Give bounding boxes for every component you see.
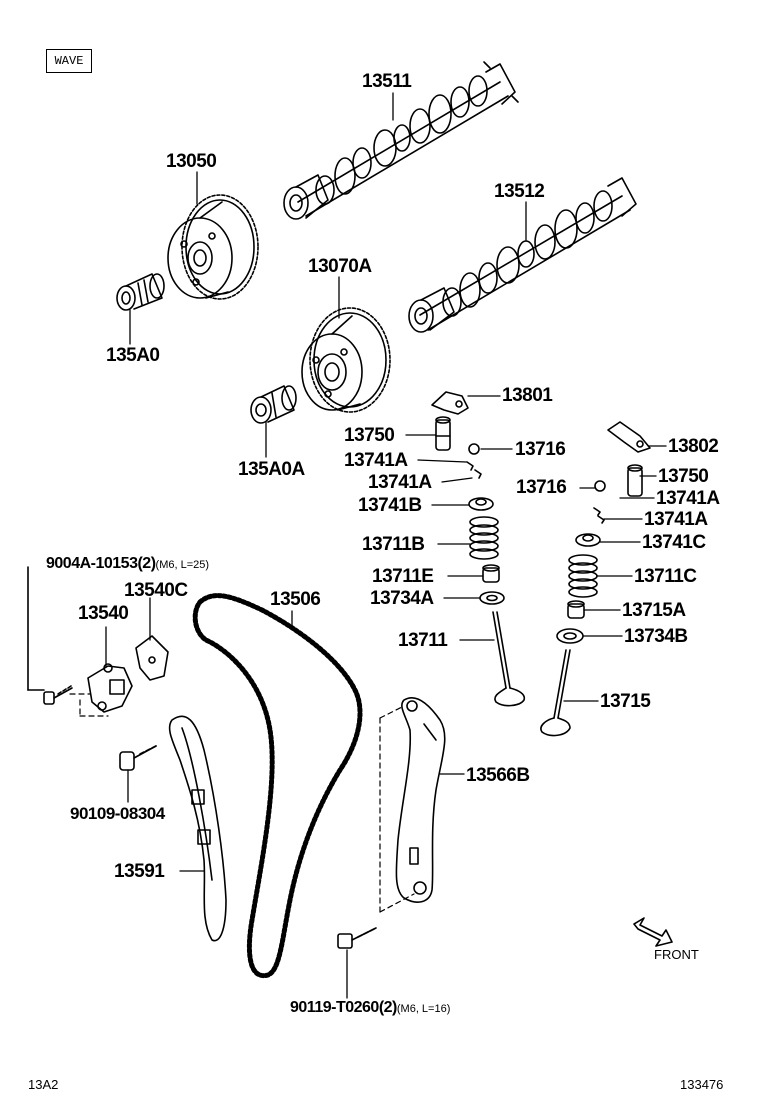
- label-13716-right: 13716: [516, 477, 567, 498]
- front-arrow-icon: [633, 917, 673, 947]
- front-label: FRONT: [654, 947, 699, 962]
- washer-13734B: [556, 628, 584, 644]
- label-13511: 13511: [362, 71, 412, 92]
- label-90109-08304: 90109-08304: [70, 804, 165, 823]
- label-13711: 13711: [398, 630, 448, 651]
- camshaft-13511: [283, 61, 519, 220]
- label-13711E: 13711E: [372, 566, 434, 587]
- label-13591: 13591: [114, 861, 165, 882]
- valve-13715: [540, 649, 571, 737]
- retainer-13741B: [468, 497, 494, 511]
- label-13734B: 13734B: [624, 626, 688, 647]
- chain-guide-13566B: [395, 696, 446, 903]
- label-13801: 13801: [502, 385, 553, 406]
- label-90119-T0260: 90119-T0260(2)(M6, L=16): [290, 999, 451, 1016]
- label-13716-left: 13716: [515, 439, 566, 460]
- bolt-90119-T0260: [337, 927, 377, 949]
- camshaft-13512: [408, 177, 637, 333]
- label-13741A-2: 13741A: [368, 472, 432, 493]
- vvt-gear-13050: [167, 194, 259, 300]
- leader-lines: [105, 92, 667, 999]
- label-13741B: 13741B: [358, 495, 422, 516]
- label-135A0A: 135A0A: [238, 459, 305, 480]
- label-13741C: 13741C: [642, 532, 706, 553]
- label-13050: 13050: [166, 151, 217, 172]
- label-13715A: 13715A: [622, 600, 686, 621]
- footer-right-code: 133476: [680, 1077, 724, 1092]
- chain-tensioner-13540: [87, 663, 133, 713]
- bolt-90109-08304: [119, 745, 157, 771]
- label-13506: 13506: [270, 589, 321, 610]
- valve-13711: [492, 611, 526, 707]
- bolt-9004A-10153: [27, 566, 73, 705]
- seal-13711E: [482, 564, 500, 583]
- label-13711B: 13711B: [362, 534, 425, 555]
- label-13741A-3: 13741A: [656, 488, 720, 509]
- wave-badge: WAVE: [46, 49, 92, 73]
- label-13540C: 13540C: [124, 580, 188, 601]
- label-13734A: 13734A: [370, 588, 434, 609]
- key-13716-right: [594, 480, 606, 492]
- label-13512: 13512: [494, 181, 545, 202]
- label-13750-left: 13750: [344, 425, 395, 446]
- lash-adjuster-13750-left: [435, 416, 451, 451]
- label-13070A: 13070A: [308, 256, 372, 277]
- label-13566B: 13566B: [466, 765, 530, 786]
- lash-adjuster-13750-right: [627, 464, 643, 497]
- label-135A0: 135A0: [106, 345, 160, 366]
- keeper-13741A-left: [466, 461, 482, 479]
- dashed-guide-lines-tensioner: [69, 693, 109, 717]
- label-13741A-1: 13741A: [344, 450, 408, 471]
- chain-guide-13591: [168, 715, 227, 942]
- tensioner-plate-13540C: [135, 635, 169, 681]
- label-13802: 13802: [668, 436, 719, 457]
- vvt-gear-13070A: [301, 307, 391, 413]
- label-13741A-4: 13741A: [644, 509, 708, 530]
- label-13715: 13715: [600, 691, 651, 712]
- label-13711C: 13711C: [634, 566, 697, 587]
- label-13540: 13540: [78, 603, 129, 624]
- label-13750-right: 13750: [658, 466, 709, 487]
- key-13716-left: [468, 443, 480, 455]
- rocker-arm-13802: [607, 421, 651, 453]
- label-9004A-10153: 9004A-10153(2)(M6, L=25): [46, 555, 210, 572]
- control-valve-135A0A: [250, 385, 297, 424]
- washer-13734A: [479, 591, 505, 605]
- spring-13711C: [568, 554, 598, 598]
- spring-13711B: [469, 516, 499, 560]
- timing-chain-13506: [192, 593, 363, 979]
- retainer-13741C: [575, 533, 601, 547]
- seal-13715A: [567, 600, 585, 619]
- footer-left-code: 13A2: [28, 1077, 59, 1092]
- dashed-guide-line-13566B: [379, 705, 415, 913]
- keeper-13741A-right: [593, 507, 605, 524]
- control-valve-135A0: [116, 273, 165, 311]
- rocker-arm-13801: [431, 391, 469, 415]
